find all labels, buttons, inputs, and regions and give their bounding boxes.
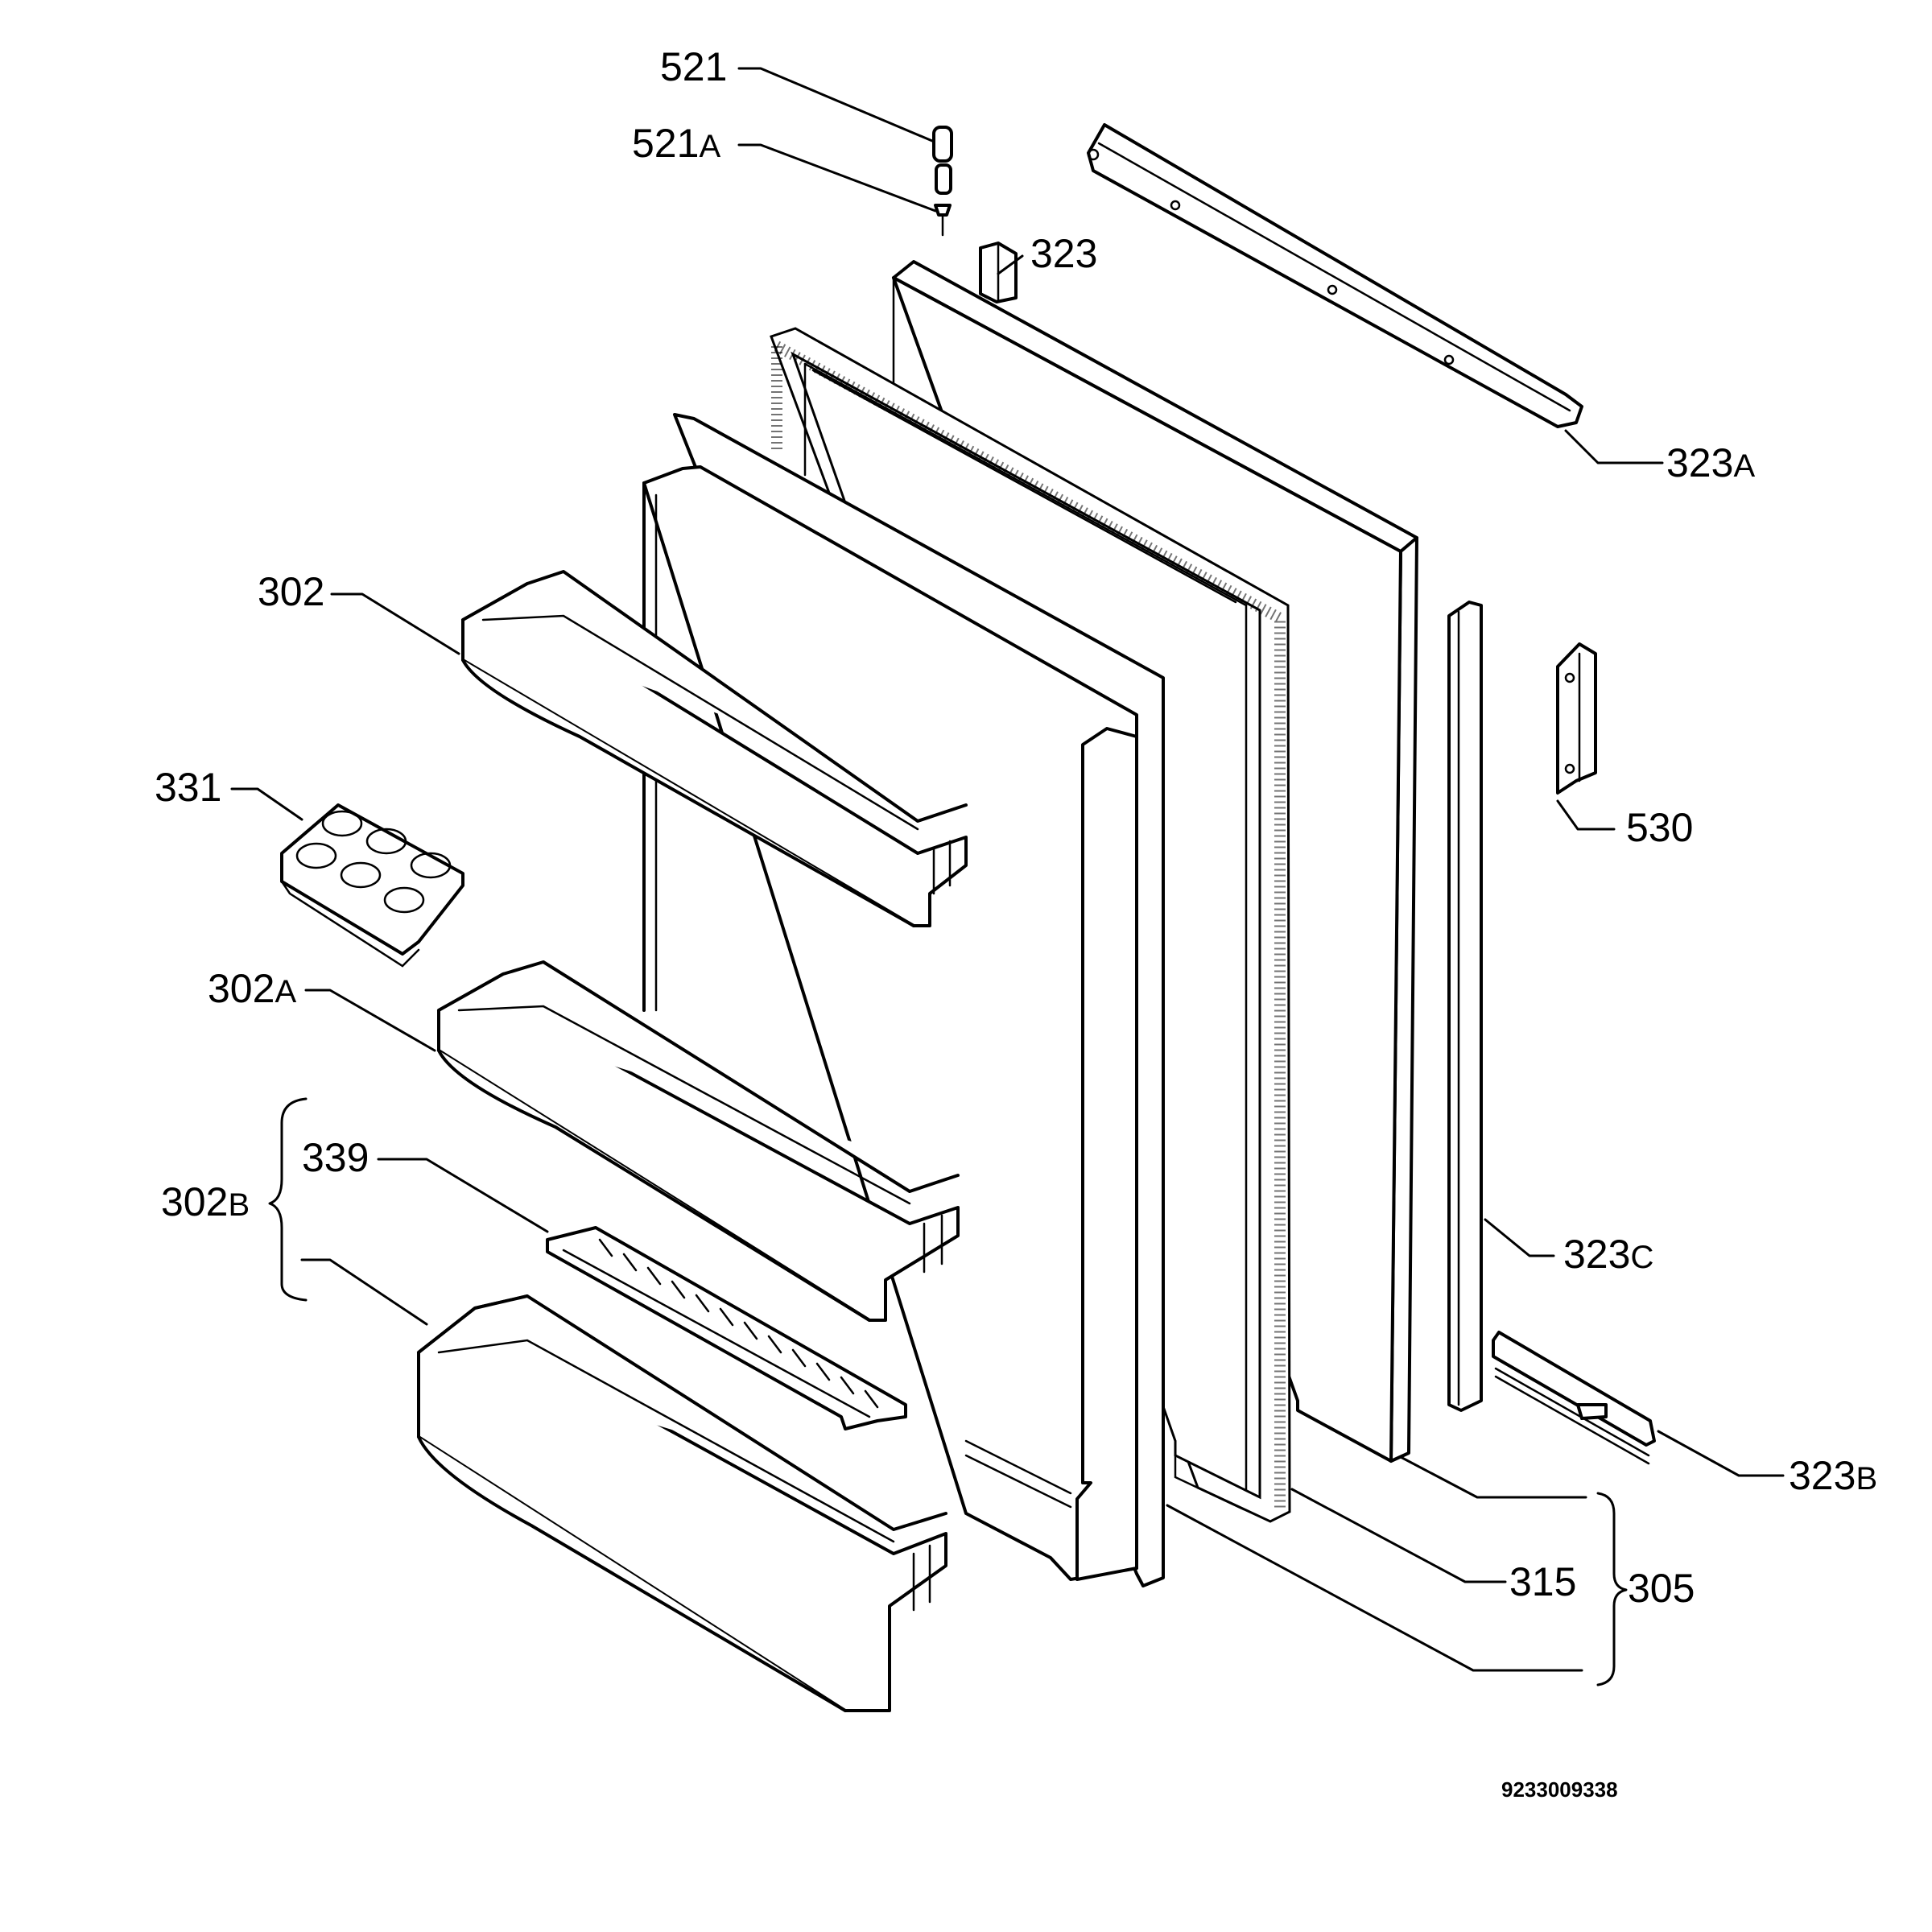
brace-302b bbox=[268, 1097, 308, 1302]
door-bin-302b bbox=[417, 1294, 947, 1712]
callout-521: 521 bbox=[660, 44, 727, 89]
callout-530: 530 bbox=[1626, 805, 1693, 850]
document-number: 9233009338 bbox=[1501, 1777, 1618, 1802]
bottle-retainer-rack bbox=[546, 1226, 907, 1430]
egg-tray bbox=[280, 803, 464, 968]
top-hinge-bar bbox=[1087, 123, 1583, 428]
leader-lines bbox=[230, 67, 1785, 1672]
door-bin-302 bbox=[461, 570, 968, 927]
vertical-strip bbox=[1447, 601, 1483, 1412]
hinge-pin bbox=[932, 126, 953, 237]
callout-339: 339 bbox=[302, 1135, 369, 1180]
bottom-hinge-bar bbox=[1492, 1331, 1656, 1465]
callout-323c: 323C bbox=[1563, 1232, 1653, 1277]
callout-302: 302 bbox=[258, 569, 324, 614]
brace-305 bbox=[1596, 1492, 1628, 1686]
callout-521a: 521A bbox=[632, 121, 720, 166]
callout-323b: 323B bbox=[1789, 1453, 1877, 1498]
bracket-530 bbox=[1556, 642, 1597, 795]
callout-331: 331 bbox=[155, 765, 221, 810]
callout-315: 315 bbox=[1509, 1559, 1576, 1604]
rack-teeth bbox=[598, 1238, 879, 1409]
door-bin-302a bbox=[437, 960, 960, 1322]
callout-323: 323 bbox=[1030, 231, 1097, 276]
callout-302a: 302A bbox=[208, 966, 296, 1011]
callout-323a: 323A bbox=[1666, 440, 1755, 485]
callout-305: 305 bbox=[1628, 1566, 1695, 1611]
callout-302b: 302B bbox=[161, 1179, 250, 1224]
door-inner-liner bbox=[642, 413, 1165, 1587]
